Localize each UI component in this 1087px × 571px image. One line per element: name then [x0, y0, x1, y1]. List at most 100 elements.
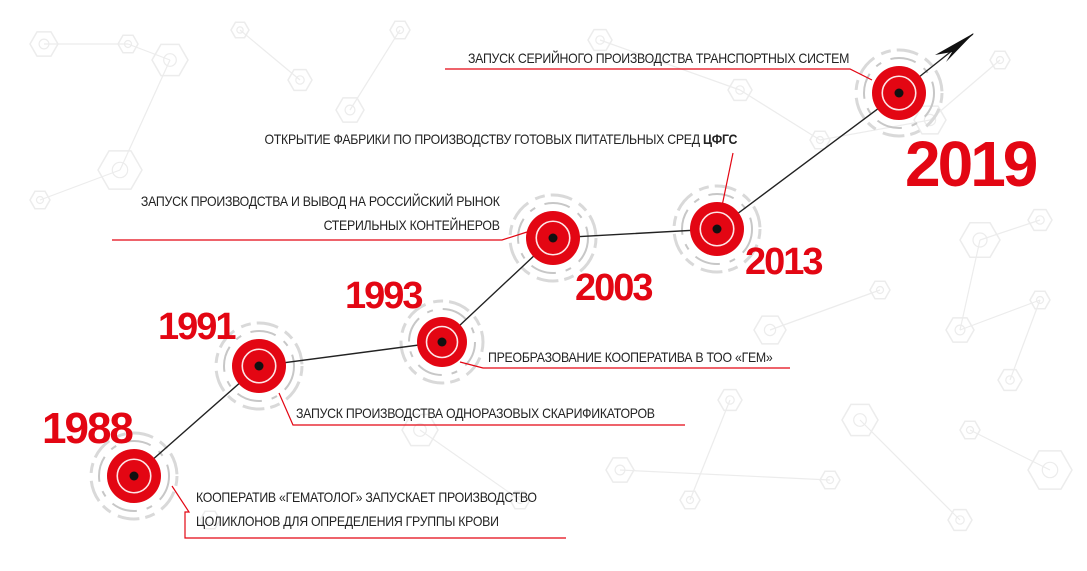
- decor-hexagon: [679, 490, 701, 510]
- milestone-1993-text: ПРЕОБРАЗОВАНИЕ КООПЕРАТИВА В ТОО «ГЕМ»: [488, 345, 773, 369]
- decor-node: [995, 55, 1005, 65]
- timeline-node-dot: [437, 337, 447, 347]
- decor-node: [163, 53, 177, 67]
- milestone-2019-line1: ЗАПУСК СЕРИЙНОГО ПРОИЗВОДСТВА ТРАНСПОРТН…: [467, 50, 849, 66]
- decor-node: [815, 135, 825, 145]
- milestone-2003-line1: ЗАПУСК ПРОИЗВОДСТВА И ВЫВОД НА РОССИЙСКИ…: [141, 193, 500, 209]
- year-2003: 2003: [575, 267, 654, 309]
- node-halo-inner: [223, 330, 295, 402]
- decor-node: [35, 195, 45, 205]
- milestone-1991-line1: ЗАПУСК ПРОИЗВОДСТВА ОДНОРАЗОВЫХ СКАРИФИК…: [296, 405, 655, 421]
- timeline-node-ring: [881, 75, 917, 111]
- leader-2003: [112, 231, 528, 241]
- year-1993: 1993: [345, 275, 424, 317]
- decor-node: [395, 25, 405, 35]
- leader-1988: [171, 485, 566, 539]
- decor-hexagon: [947, 508, 973, 532]
- decor-hexagon: [509, 490, 531, 510]
- milestone-1988-line1: КООПЕРАТИВ «ГЕМАТОЛОГ» ЗАПУСКАЕТ ПРОИЗВО…: [196, 489, 537, 505]
- decor-link: [599, 39, 741, 91]
- decor-hexagon: [717, 388, 743, 412]
- leader-2019: [445, 68, 873, 81]
- decor-link: [619, 469, 831, 481]
- node-halo-outer: [89, 431, 179, 521]
- decor-node: [972, 232, 988, 248]
- milestone-1988-text: КООПЕРАТИВ «ГЕМАТОЛОГ» ЗАПУСКАЕТ ПРОИЗВО…: [196, 485, 537, 533]
- decor-node: [735, 85, 745, 95]
- year-1988: 1988: [42, 404, 134, 453]
- decor-link: [119, 59, 171, 171]
- milestone-2003-text: ЗАПУСК ПРОИЗВОДСТВА И ВЫВОД НА РОССИЙСКИ…: [141, 189, 500, 237]
- decor-node: [725, 395, 735, 405]
- timeline-node-dot: [894, 88, 904, 98]
- decor-link: [769, 289, 881, 331]
- decor-hexagon: [959, 221, 1001, 259]
- decor-hexagon: [605, 457, 635, 483]
- decor-hexagon: [587, 28, 613, 52]
- timeline-node-ring: [241, 348, 277, 384]
- year-1991: 1991: [158, 306, 237, 348]
- decor-link: [689, 399, 731, 501]
- decor-node: [1035, 295, 1045, 305]
- decor-hexagon: [989, 50, 1011, 70]
- decor-node: [955, 515, 965, 525]
- decor-hexagon: [945, 317, 975, 343]
- timeline-arrowhead: [935, 33, 974, 62]
- decor-node: [236, 26, 244, 34]
- decor-link: [929, 59, 1001, 121]
- decor-link: [739, 89, 821, 141]
- decor-node: [344, 104, 356, 116]
- decor-hexagon: [753, 315, 787, 345]
- timeline-node-dot: [254, 361, 264, 371]
- timeline-node-dot: [548, 233, 558, 243]
- decor-node: [685, 495, 695, 505]
- decor-node: [515, 495, 525, 505]
- milestone-2013-bold-text: ЦФГС: [702, 131, 737, 147]
- decor-hexagon: [401, 413, 439, 447]
- decor-node: [763, 323, 777, 337]
- decor-hexagon: [1027, 450, 1073, 490]
- decor-link: [979, 219, 1041, 241]
- decor-hexagon: [29, 31, 59, 57]
- timeline-node-ring: [116, 458, 152, 494]
- decor-hexagon: [151, 43, 189, 77]
- node-halo-outer: [214, 321, 304, 411]
- node-halo-outer: [854, 48, 944, 138]
- year-2019: 2019: [905, 128, 1038, 200]
- decor-hexagon: [1027, 208, 1053, 232]
- decor-hexagon: [727, 78, 753, 102]
- decor-node: [923, 113, 937, 127]
- decor-link: [127, 43, 171, 61]
- timeline-node-dot: [712, 224, 722, 234]
- year-2013: 2013: [745, 241, 824, 283]
- timeline-node-ring: [699, 211, 735, 247]
- decor-node: [1041, 461, 1059, 479]
- decor-node: [413, 423, 427, 437]
- milestone-2013-text: ОТКРЫТИЕ ФАБРИКИ ПО ПРОИЗВОДСТВУ ГОТОВЫХ…: [264, 127, 737, 151]
- node-halo-inner: [408, 308, 476, 376]
- decor-link: [969, 429, 1051, 471]
- milestone-2019-text: ЗАПУСК СЕРИЙНОГО ПРОИЗВОДСТВА ТРАНСПОРТН…: [468, 46, 849, 70]
- node-halo-inner: [681, 193, 753, 265]
- decor-hexagon: [959, 420, 981, 440]
- decor-link: [39, 169, 121, 201]
- leader-1993: [459, 361, 790, 369]
- decor-hexagon: [913, 105, 947, 135]
- node-halo-inner: [863, 57, 935, 129]
- leader-1991: [278, 392, 685, 426]
- milestone-2013-line1-text: ОТКРЫТИЕ ФАБРИКИ ПО ПРОИЗВОДСТВУ ГОТОВЫХ…: [264, 131, 700, 147]
- decor-link: [859, 419, 961, 521]
- decor-hexagon: [287, 68, 313, 92]
- milestone-1991-text: ЗАПУСК ПРОИЗВОДСТВА ОДНОРАЗОВЫХ СКАРИФИК…: [296, 401, 655, 425]
- node-halo-outer: [399, 299, 485, 385]
- decor-node: [853, 413, 867, 427]
- decor-hexagon: [97, 150, 143, 190]
- milestone-2003-line2: СТЕРИЛЬНЫХ КОНТЕЙНЕРОВ: [323, 217, 500, 233]
- decor-link: [419, 429, 521, 501]
- milestone-2013-line1: ОТКРЫТИЕ ФАБРИКИ ПО ПРОИЗВОДСТВУ ГОТОВЫХ…: [264, 127, 737, 151]
- decor-node: [875, 285, 885, 295]
- node-halo-inner: [517, 202, 589, 274]
